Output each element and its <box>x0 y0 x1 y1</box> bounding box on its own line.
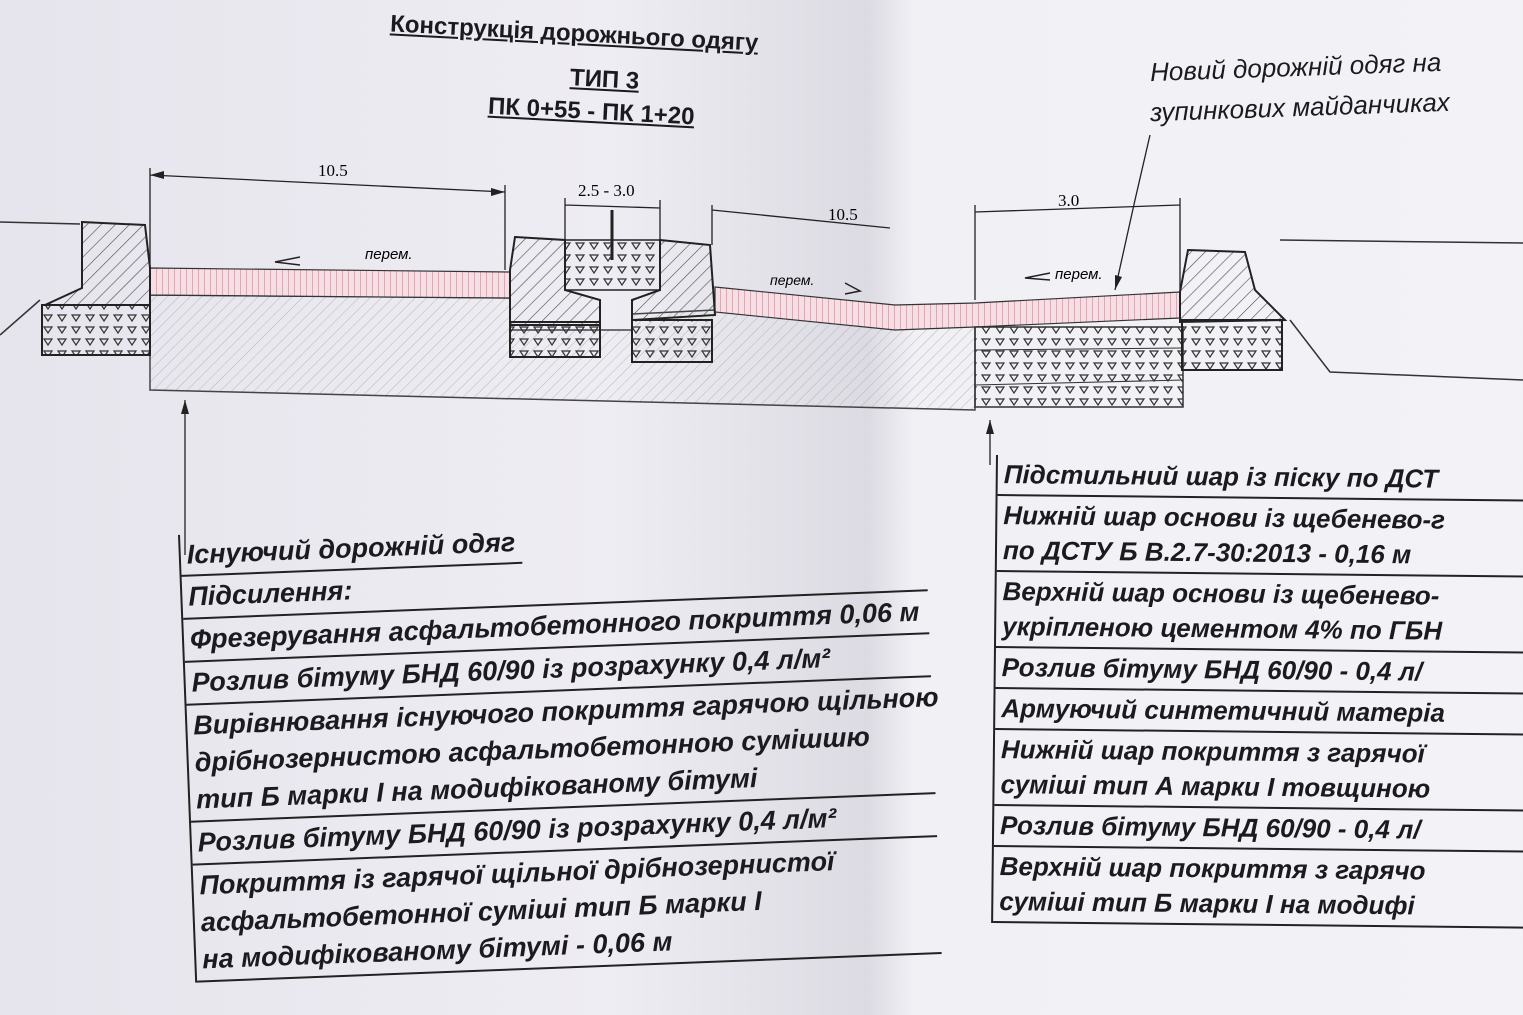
dim-bus-stop: 3.0 <box>1058 191 1079 210</box>
new-pavement-table: Підстильний шар із піску по ДСТ Нижній ш… <box>991 455 1523 929</box>
ground-line-left <box>0 221 81 336</box>
median-base-left <box>509 321 601 358</box>
dim-right-carriageway: 10.5 <box>828 205 858 224</box>
table-row: Розлив бітуму БНД 60/90 - 0,4 л/ <box>993 806 1523 853</box>
row-text: Нижній шар покриття з гарячої <box>1000 734 1425 769</box>
slope-label-1: перем. <box>365 246 413 263</box>
row-text: Верхній шар покриття з гарячо <box>999 851 1426 886</box>
right-curb-base <box>1181 319 1283 371</box>
right-curb <box>1179 248 1288 324</box>
left-curb <box>44 220 151 306</box>
asphalt-layer-left <box>149 267 511 299</box>
row-text: Армуючий синтетичний матеріа <box>1001 693 1446 728</box>
row-text: Підстильний шар із піску по ДСТ <box>1003 459 1439 494</box>
table-row: Армуючий синтетичний матеріа <box>995 689 1523 736</box>
table-row: Розлив бітуму БНД 60/90 - 0,4 л/ <box>995 648 1523 695</box>
row-text: Розлив бітуму БНД 60/90 - 0,4 л/ <box>1001 652 1423 687</box>
existing-pavement-table: Існуючий дорожній одяг Підсилення: Фрезе… <box>178 506 942 983</box>
dim-left-carriageway: 10.5 <box>318 161 348 180</box>
row-text: по ДСТУ Б В.2.7-30:2013 - 0,16 м <box>1002 535 1412 570</box>
table-row: Верхній шар основи із щебенево-укріплено… <box>995 572 1523 654</box>
row-text: суміші тип А марки І товщиною <box>1000 769 1431 804</box>
table-row: Підстильний шар із піску по ДСТ <box>997 455 1523 502</box>
row-text: Розлив бітуму БНД 60/90 - 0,4 л/ <box>999 810 1421 845</box>
ground-line-right <box>1279 239 1523 381</box>
row-text: Нижній шар основи із щебенево-г <box>1003 500 1446 535</box>
slope-label-2: перем. <box>770 272 814 288</box>
slope-label-3: перем. <box>1055 266 1103 283</box>
row-text: укріпленою цементом 4% по ГБН <box>1002 611 1443 646</box>
row-text: Верхній шар основи із щебенево- <box>1002 576 1440 611</box>
row-text: суміші тип Б марки І на модифі <box>999 886 1415 921</box>
median-base-right <box>631 319 713 363</box>
left-curb-base <box>41 304 151 356</box>
bus-stop-new-pavement <box>974 326 1184 408</box>
dim-median: 2.5 - 3.0 <box>578 181 635 200</box>
